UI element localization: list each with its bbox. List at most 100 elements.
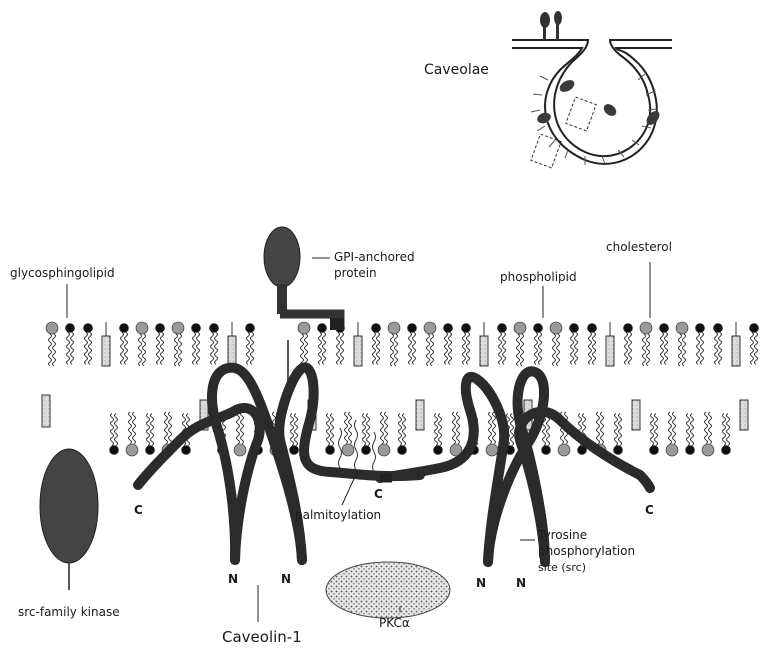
lipid-head-upper bbox=[696, 324, 705, 333]
lipid-head-upper bbox=[570, 324, 579, 333]
lipid-bilayer bbox=[42, 322, 759, 456]
lipid-head-lower bbox=[702, 444, 714, 456]
lipid-head-lower bbox=[146, 446, 155, 455]
lipid-tail-lower bbox=[331, 414, 334, 446]
lipid-tail-upper bbox=[683, 334, 686, 366]
lipid-tail-upper bbox=[463, 333, 466, 365]
tyrosine-label-line3: site (src) bbox=[538, 561, 586, 574]
lipid-tail-upper bbox=[431, 334, 434, 366]
lipid-tail-lower bbox=[705, 412, 708, 444]
lipid-head-upper bbox=[424, 322, 436, 334]
cholesterol-lower bbox=[740, 400, 748, 430]
lipid-tail-upper bbox=[715, 333, 718, 365]
lipid-tail-upper bbox=[557, 334, 560, 366]
lipid-tail-lower bbox=[457, 412, 460, 444]
lipid-tail-upper bbox=[251, 333, 254, 365]
lipid-head-upper bbox=[462, 324, 471, 333]
lipid-head-lower bbox=[666, 444, 678, 456]
lipid-tail-upper bbox=[701, 333, 704, 365]
lipid-tail-upper bbox=[409, 333, 412, 365]
lipid-tail-upper bbox=[553, 334, 556, 366]
cholesterol-label: cholesterol bbox=[606, 240, 672, 254]
lipid-head-upper bbox=[246, 324, 255, 333]
lipid-tail-upper bbox=[341, 333, 344, 365]
lipid-tail-upper bbox=[413, 333, 416, 365]
lipid-tail-lower bbox=[111, 414, 114, 446]
lipid-head-lower bbox=[290, 446, 299, 455]
lipid-tail-upper bbox=[629, 333, 632, 365]
lipid-head-upper bbox=[676, 322, 688, 334]
lipid-tail-upper bbox=[665, 333, 668, 365]
lipid-tail-upper bbox=[589, 333, 592, 365]
tyrosine-label-line2: phosphorylation bbox=[538, 544, 635, 558]
lipid-tail-lower bbox=[651, 414, 654, 446]
lipid-tail-lower bbox=[709, 412, 712, 444]
lipid-tail-lower bbox=[493, 412, 496, 444]
lipid-tail-upper bbox=[499, 333, 502, 365]
lipid-tail-lower bbox=[237, 412, 240, 444]
lipid-tail-upper bbox=[143, 334, 146, 366]
cholesterol-upper bbox=[480, 336, 488, 366]
lipid-tail-upper bbox=[121, 333, 124, 365]
lipid-head-lower bbox=[542, 446, 551, 455]
lipid-tail-upper bbox=[751, 333, 754, 365]
lipid-tail-lower bbox=[151, 414, 154, 446]
cholesterol-upper bbox=[732, 336, 740, 366]
lipid-tail-upper bbox=[697, 333, 700, 365]
lipid-head-upper bbox=[444, 324, 453, 333]
src-family-kinase bbox=[40, 449, 98, 590]
lipid-tail-lower bbox=[687, 414, 690, 446]
lipid-tail-upper bbox=[643, 334, 646, 366]
lipid-tail-lower bbox=[165, 412, 168, 444]
lipid-head-lower bbox=[110, 446, 119, 455]
lipid-head-upper bbox=[514, 322, 526, 334]
lipid-head-lower bbox=[686, 446, 695, 455]
lipid-tail-upper bbox=[377, 333, 380, 365]
lipid-tail-lower bbox=[655, 414, 658, 446]
lipid-head-lower bbox=[558, 444, 570, 456]
caveolae-surface-protein bbox=[540, 11, 562, 40]
lipid-head-lower bbox=[342, 444, 354, 456]
lipid-head-lower bbox=[722, 446, 731, 455]
lipid-tail-lower bbox=[147, 414, 150, 446]
lipid-tail-lower bbox=[615, 414, 618, 446]
cholesterol-lower bbox=[42, 395, 50, 427]
n-terminus-1: N bbox=[228, 572, 238, 586]
lipid-tail-upper bbox=[211, 333, 214, 365]
lipid-tail-upper bbox=[67, 333, 70, 365]
lipid-tail-upper bbox=[427, 334, 430, 366]
lipid-tail-upper bbox=[521, 334, 524, 366]
lipid-tail-lower bbox=[669, 412, 672, 444]
lipid-tail-upper bbox=[445, 333, 448, 365]
lipid-tail-lower bbox=[241, 412, 244, 444]
caveolae-label: Caveolae bbox=[424, 62, 489, 78]
lipid-tail-upper bbox=[175, 334, 178, 366]
lipid-head-upper bbox=[660, 324, 669, 333]
lipid-head-lower bbox=[182, 446, 191, 455]
lipid-tail-lower bbox=[511, 414, 514, 446]
lipid-head-upper bbox=[372, 324, 381, 333]
lipid-tail-lower bbox=[547, 414, 550, 446]
lipid-head-upper bbox=[624, 324, 633, 333]
lipid-tail-upper bbox=[247, 333, 250, 365]
lipid-head-lower bbox=[326, 446, 335, 455]
lipid-head-upper bbox=[588, 324, 597, 333]
lipid-tail-upper bbox=[755, 333, 758, 365]
lipid-tail-lower bbox=[327, 414, 330, 446]
c-terminus-left: C bbox=[134, 503, 143, 517]
lipid-tail-lower bbox=[363, 414, 366, 446]
lipid-tail-lower bbox=[295, 414, 298, 446]
lipid-head-upper bbox=[298, 322, 310, 334]
lipid-tail-upper bbox=[373, 333, 376, 365]
lipid-head-lower bbox=[234, 444, 246, 456]
lipid-head-upper bbox=[66, 324, 75, 333]
lipid-tail-upper bbox=[391, 334, 394, 366]
lipid-head-upper bbox=[318, 324, 327, 333]
lipid-tail-upper bbox=[539, 333, 542, 365]
lipid-tail-lower bbox=[381, 412, 384, 444]
lipid-head-upper bbox=[388, 322, 400, 334]
caveolin-label: Caveolin-1 bbox=[222, 628, 302, 646]
lipid-tail-upper bbox=[503, 333, 506, 365]
